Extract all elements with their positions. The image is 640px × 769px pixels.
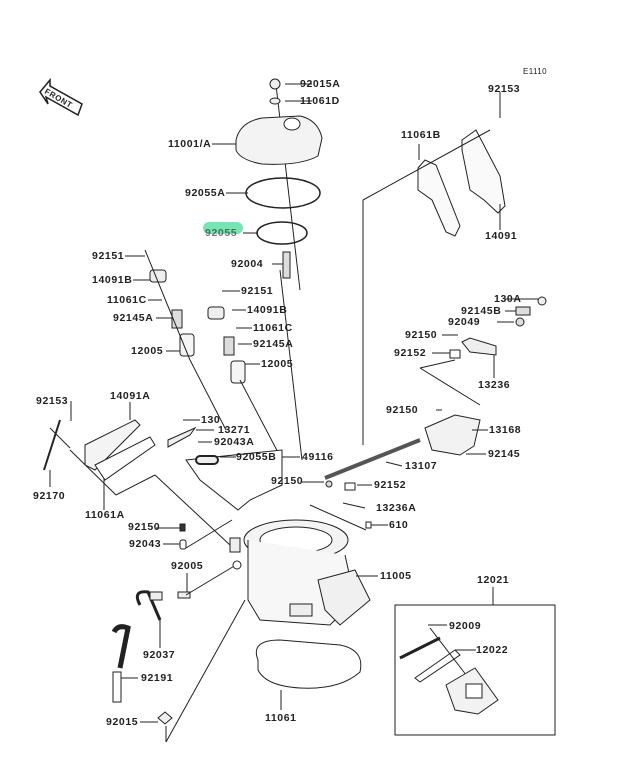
highlight-marker	[203, 222, 243, 234]
part-11061C-right[interactable]: 11061C	[253, 322, 293, 334]
diagram-code: E1110	[523, 67, 547, 76]
part-11005[interactable]: 11005	[380, 570, 412, 582]
part-92043[interactable]: 92043	[129, 538, 162, 550]
part-11001A[interactable]: 11001/A	[168, 138, 212, 150]
part-11061A[interactable]: 11061A	[85, 509, 125, 521]
part-92191[interactable]: 92191	[141, 672, 174, 684]
part-130[interactable]: 130	[201, 414, 221, 426]
part-92037[interactable]: 92037	[143, 649, 176, 661]
part-11061B[interactable]: 11061B	[401, 129, 441, 141]
part-92151-right[interactable]: 92151	[241, 285, 274, 297]
part-13107[interactable]: 13107	[405, 460, 438, 472]
part-92009[interactable]: 92009	[449, 620, 482, 632]
part-92015[interactable]: 92015	[106, 716, 139, 728]
part-12005-left[interactable]: 12005	[131, 345, 164, 357]
part-14091B-left[interactable]: 14091B	[92, 274, 133, 286]
part-14091A[interactable]: 14091A	[110, 390, 151, 402]
part-92150-valve[interactable]: 92150	[386, 404, 419, 416]
part-92150-mid[interactable]: 92150	[271, 475, 304, 487]
front-arrow-icon	[39, 77, 83, 117]
o-ring-92055A	[245, 177, 321, 209]
part-130A[interactable]: 130A	[494, 293, 522, 305]
part-12021[interactable]: 12021	[477, 574, 510, 586]
part-92145A-right[interactable]: 92145A	[253, 338, 294, 350]
part-92004[interactable]: 92004	[231, 258, 264, 270]
part-92055B[interactable]: 92055B	[236, 451, 277, 463]
part-92055[interactable]: 92055	[205, 227, 238, 239]
part-92152-mid[interactable]: 92152	[374, 479, 407, 491]
part-14091B-right[interactable]: 14091B	[247, 304, 288, 316]
part-13168[interactable]: 13168	[489, 424, 522, 436]
cylinder-icon	[243, 519, 371, 626]
part-14091[interactable]: 14091	[485, 230, 518, 242]
part-12005-right[interactable]: 12005	[261, 358, 294, 370]
part-92043A[interactable]: 92043A	[214, 436, 255, 448]
part-92170[interactable]: 92170	[33, 490, 66, 502]
part-92152-rocker[interactable]: 92152	[394, 347, 427, 359]
part-11061C-left[interactable]: 11061C	[107, 294, 147, 306]
part-92150-rocker[interactable]: 92150	[405, 329, 438, 341]
part-13236A[interactable]: 13236A	[376, 502, 417, 514]
part-13236[interactable]: 13236	[478, 379, 511, 391]
part-13271[interactable]: 13271	[218, 424, 251, 436]
part-12022[interactable]: 12022	[476, 644, 509, 656]
part-11061[interactable]: 11061	[265, 712, 297, 724]
part-92145B[interactable]: 92145B	[461, 305, 502, 317]
part-11061D[interactable]: 11061D	[300, 95, 340, 107]
part-92150-lower[interactable]: 92150	[128, 521, 161, 533]
part-92145[interactable]: 92145	[488, 448, 521, 460]
cylinder-head-icon	[235, 78, 323, 165]
part-92015A[interactable]: 92015A	[300, 78, 341, 90]
o-ring-92055	[256, 221, 308, 245]
part-610[interactable]: 610	[389, 519, 409, 531]
part-92151-left[interactable]: 92151	[92, 250, 125, 262]
part-92005[interactable]: 92005	[171, 560, 204, 572]
part-92153-top[interactable]: 92153	[488, 83, 521, 95]
part-92049[interactable]: 92049	[448, 316, 481, 328]
part-92145A-left[interactable]: 92145A	[113, 312, 154, 324]
part-92153-left[interactable]: 92153	[36, 395, 69, 407]
part-49116[interactable]: 49116	[302, 451, 334, 463]
part-92055A[interactable]: 92055A	[185, 187, 226, 199]
